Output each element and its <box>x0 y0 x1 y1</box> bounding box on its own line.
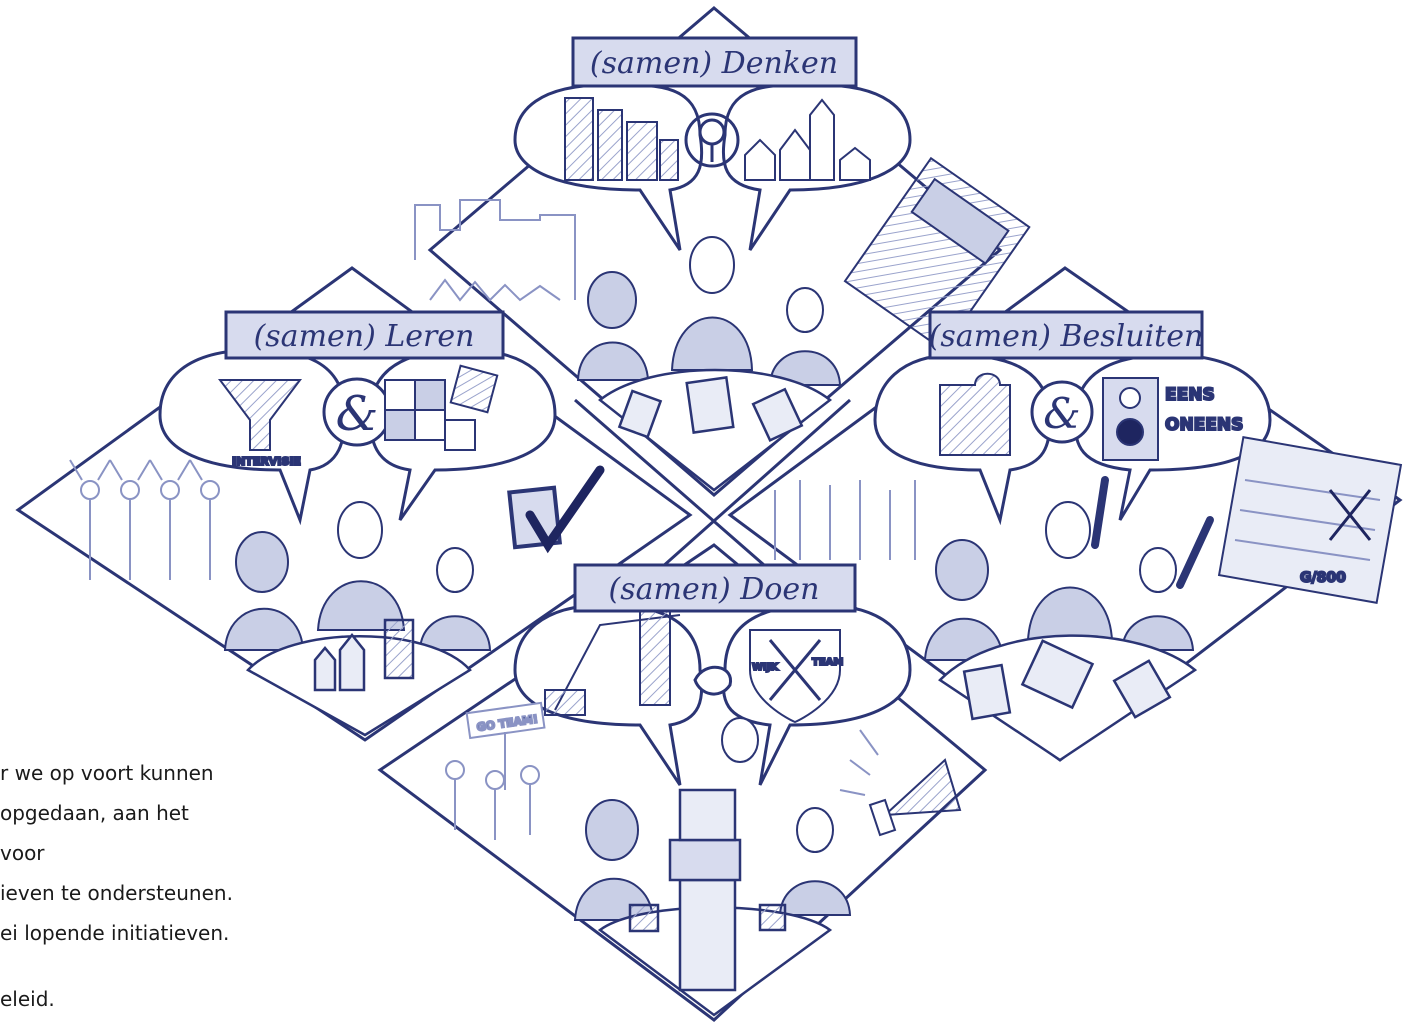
decision-symbol: & <box>1043 389 1080 438</box>
trowel-icon <box>693 665 732 696</box>
quadrant-leren: INTERVISIE & (samen) Leren <box>69 310 605 737</box>
vote-yes-label: EENS <box>1165 385 1215 405</box>
body-text-line-6: eleid. <box>0 987 55 1011</box>
tree-icon <box>684 112 740 168</box>
title-leren: (samen) Leren <box>254 319 475 354</box>
title-besluiten: (samen) Besluiten <box>929 319 1204 354</box>
quadrant-denken: (samen) Denken <box>414 36 1031 492</box>
vote-no-label: ONEENS <box>1165 415 1243 435</box>
raised-hands-sketch <box>774 480 916 560</box>
body-text-line-4: ieven te ondersteunen. <box>0 881 233 905</box>
banner-denken: (samen) Denken <box>571 36 858 88</box>
title-doen: (samen) Doen <box>609 572 820 607</box>
shield-right-label: TEAM <box>812 657 843 668</box>
banner-besluiten: (samen) Besluiten <box>928 310 1204 360</box>
shield-left-label: WIJK <box>752 662 779 673</box>
puzzle-piece-icon <box>939 372 1011 456</box>
bottom-crowd-sketch <box>445 760 540 840</box>
voting-sheet-icon: G/800 <box>1217 436 1403 604</box>
team-shield-icon: WIJK TEAM <box>749 629 844 724</box>
decision-symbol-icon: & <box>1030 380 1094 444</box>
skyline-background <box>414 199 576 302</box>
title-denken: (samen) Denken <box>590 46 838 81</box>
meeting-table-denken <box>597 368 833 492</box>
funnel-label: INTERVISIE <box>232 455 301 468</box>
people-group-leren <box>223 501 492 651</box>
tablet-device-icon <box>843 156 1031 352</box>
body-text-line-1: r we op voort kunnen <box>0 761 214 785</box>
center-ampersand: & <box>336 386 379 442</box>
cheering-crowd-sketch <box>69 459 220 580</box>
meeting-table-doen <box>597 788 833 1017</box>
body-text-line-2: opgedaan, aan het <box>0 801 189 825</box>
sheet-label: G/800 <box>1300 570 1346 586</box>
go-team-sign: GO TEAM! <box>465 701 546 790</box>
ampersand-icon: & <box>322 377 392 447</box>
banner-doen: (samen) Doen <box>573 563 857 613</box>
crane-icon <box>544 609 681 716</box>
meeting-table-leren <box>245 618 472 737</box>
megaphone-icon <box>839 729 962 837</box>
puzzle-icon <box>384 364 499 451</box>
city-buildings-icon <box>564 97 679 181</box>
checkbox-icon <box>507 465 605 554</box>
voting-box-icon: EENS ONEENS <box>1102 377 1244 461</box>
body-text-line-3: voor <box>0 841 45 865</box>
quadrant-besluiten: & EENS ONEENS (samen) Besluiten G/800 <box>774 310 1403 762</box>
body-text-line-5: ei lopende initiatieven. <box>0 921 230 945</box>
quadrant-doen: WIJK TEAM (samen) Doen GO TEAM! <box>445 563 962 1017</box>
people-group-besluiten <box>923 476 1214 661</box>
funnel-icon: INTERVISIE <box>218 379 302 469</box>
village-houses-icon <box>744 98 871 181</box>
banner-leren: (samen) Leren <box>224 310 505 360</box>
people-group-denken <box>576 236 842 386</box>
meeting-table-besluiten <box>938 634 1198 762</box>
